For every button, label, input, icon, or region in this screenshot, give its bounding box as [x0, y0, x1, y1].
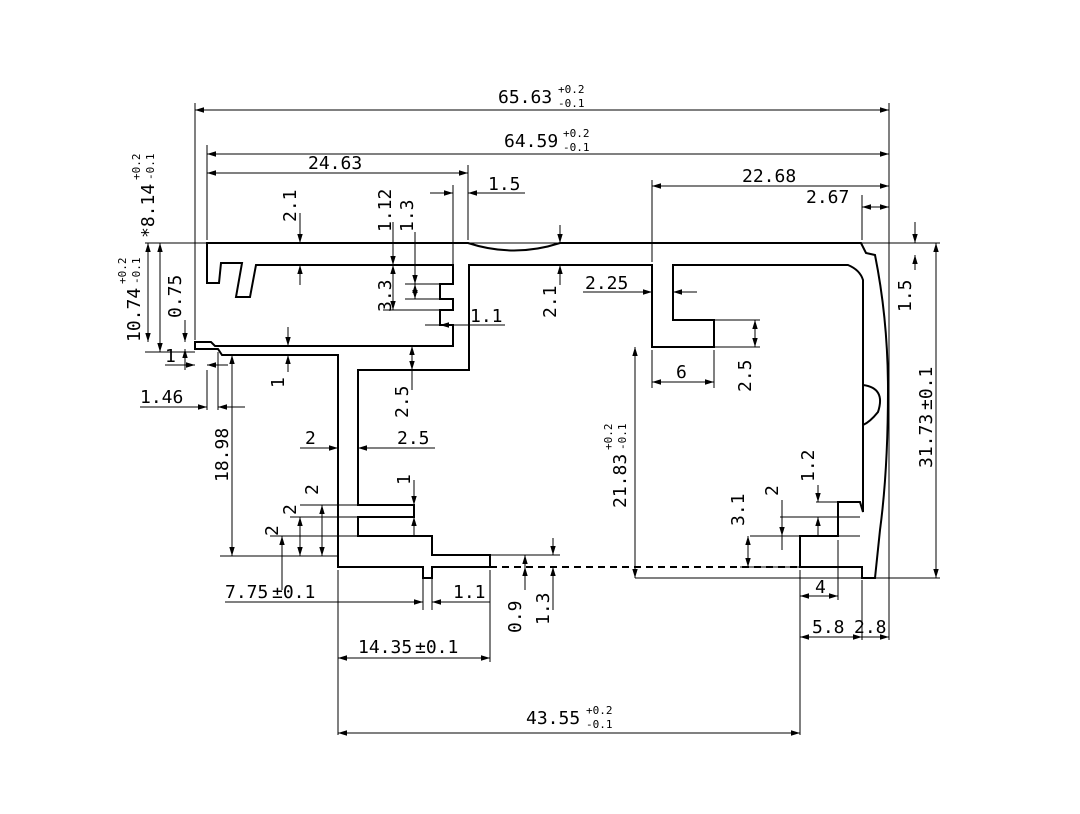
dim-foot-2a: 2 [302, 484, 323, 495]
dim-stem-height: 18.98 [212, 428, 233, 482]
dim-bottom-span: 43.55 +0.2 -0.1 [526, 704, 613, 731]
svg-text:+0.2: +0.2 [602, 424, 615, 451]
dim-slot-depth: 1.3 [397, 199, 418, 232]
dim-tab-gap: 2.25 [585, 273, 628, 294]
dim-step-1a: 1 [165, 346, 176, 367]
svg-text:+0.2: +0.2 [563, 127, 590, 140]
svg-text:±0.1: ±0.1 [272, 582, 315, 603]
dim-right-top: 22.68 [742, 166, 796, 187]
dim-right-foot-31: 3.1 [728, 493, 749, 526]
dim-mid-wall: 2.1 [540, 285, 561, 318]
dim-right-foot-2: 2 [762, 485, 783, 496]
dim-step-1b: 1 [268, 377, 289, 388]
dim-total-height: 31.73 ±0.1 [916, 367, 937, 468]
dim-foot-2c: 2 [262, 525, 283, 536]
svg-text:10.74: 10.74 [124, 288, 145, 342]
dim-right-wall: 1.5 [895, 279, 916, 312]
svg-text:64.59: 64.59 [504, 131, 558, 152]
dim-foot-09: 0.9 [505, 600, 526, 633]
svg-text:+0.2: +0.2 [130, 154, 143, 181]
svg-text:±0.1: ±0.1 [415, 637, 458, 658]
extension-lines [145, 103, 940, 735]
dim-slot-gap: 1.5 [488, 174, 521, 195]
dim-foot-width: 14.35 ±0.1 [358, 637, 458, 658]
dim-slot-top: 1.12 [375, 189, 396, 232]
svg-text:31.73: 31.73 [916, 414, 937, 468]
svg-text:+0.2: +0.2 [116, 258, 129, 285]
dim-stem-width: 2 [305, 428, 316, 449]
svg-text:-0.1: -0.1 [586, 718, 613, 731]
dim-center-height: 21.83 +0.2 -0.1 [602, 424, 631, 509]
dim-foot-tab: 1.1 [453, 582, 486, 603]
dimension-lines [140, 107, 939, 736]
dim-top-wall: 2.1 [280, 189, 301, 222]
dim-ref-height: *8.14 +0.2 -0.1 [130, 154, 159, 239]
svg-text:14.35: 14.35 [358, 637, 412, 658]
dim-foot-2b: 2 [280, 504, 301, 515]
dim-left-height: 10.74 +0.2 -0.1 [116, 258, 145, 343]
dim-step-146: 1.46 [140, 387, 183, 408]
svg-text:-0.1: -0.1 [130, 258, 143, 285]
dim-corner: 2.67 [806, 187, 849, 208]
svg-text:+0.2: +0.2 [586, 704, 613, 717]
svg-text:7.75: 7.75 [225, 582, 268, 603]
svg-text:-0.1: -0.1 [558, 97, 585, 110]
dim-slot-height: 3.3 [375, 279, 396, 312]
dim-right-foot-58: 5.8 [812, 617, 845, 638]
dim-left-top: 24.63 [308, 153, 362, 174]
svg-text:*8.14: *8.14 [138, 184, 159, 238]
dim-slot-tab: 1.1 [470, 306, 503, 327]
svg-text:21.83: 21.83 [610, 454, 631, 508]
svg-text:65.63: 65.63 [498, 87, 552, 108]
dim-right-foot-4: 4 [815, 577, 826, 598]
svg-text:43.55: 43.55 [526, 708, 580, 729]
dim-right-foot-12: 1.2 [798, 449, 819, 482]
svg-text:-0.1: -0.1 [616, 424, 629, 451]
dim-inner-width: 64.59 +0.2 -0.1 [504, 127, 590, 154]
dim-neck-wall: 2.5 [392, 385, 413, 418]
dim-stem-gap: 2.5 [397, 428, 430, 449]
dim-foot-13: 1.3 [533, 592, 554, 625]
dim-step-075: 0.75 [165, 275, 186, 318]
svg-text:-0.1: -0.1 [144, 154, 157, 181]
svg-text:+0.2: +0.2 [558, 83, 585, 96]
dim-overall-width: 65.63 +0.2 -0.1 [498, 83, 585, 110]
svg-text:-0.1: -0.1 [563, 141, 590, 154]
dim-foot-offset: 7.75 ±0.1 [225, 582, 315, 603]
dim-tab-width: 6 [676, 362, 687, 383]
dim-tab-height: 2.5 [735, 359, 756, 392]
dim-foot-1: 1 [394, 474, 415, 485]
svg-text:±0.1: ±0.1 [916, 367, 937, 410]
dim-right-foot-28: 2.8 [854, 617, 887, 638]
dimension-labels: 65.63 +0.2 -0.1 64.59 +0.2 -0.1 24.63 22… [116, 83, 937, 731]
